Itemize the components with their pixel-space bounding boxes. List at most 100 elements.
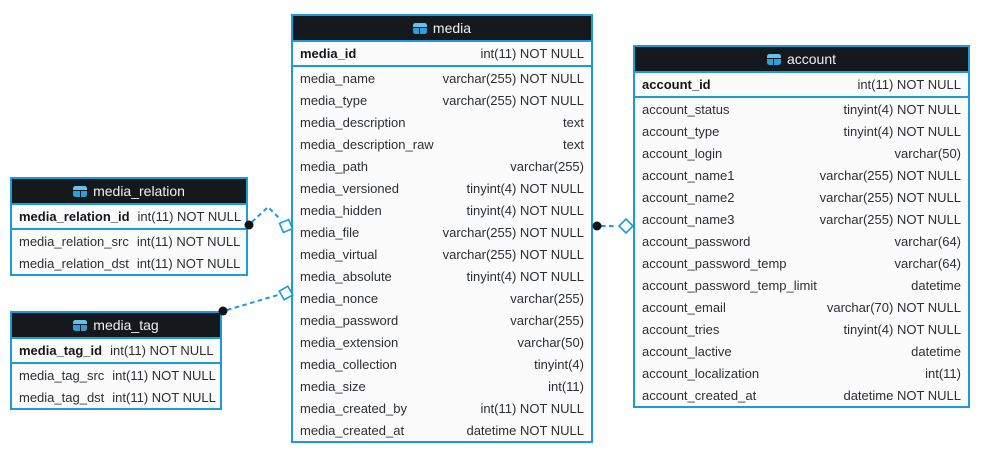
table-row[interactable]: account_status tinyint(4) NOT NULL [635, 98, 968, 120]
table-row[interactable]: account_name3 varchar(255) NOT NULL [635, 208, 968, 230]
column-type: tinyint(4) NOT NULL [466, 180, 584, 196]
column-name: account_password_temp_limit [642, 277, 817, 293]
table-row[interactable]: media_relation_id int(11) NOT NULL [12, 205, 246, 228]
table-row[interactable]: account_localization int(11) [635, 362, 968, 384]
table-row[interactable]: media_hidden tinyint(4) NOT NULL [293, 199, 591, 221]
table-row[interactable]: media_tag_src int(11) NOT NULL [12, 364, 220, 386]
column-name: account_email [642, 299, 726, 315]
column-type: varchar(255) NOT NULL [819, 211, 961, 227]
table-row[interactable]: account_id int(11) NOT NULL [635, 73, 968, 96]
table-row[interactable]: media_password varchar(255) [293, 309, 591, 331]
relationship-media-to-account[interactable] [592, 217, 635, 235]
column-name: account_name3 [642, 211, 735, 227]
column-name: account_lactive [642, 343, 732, 359]
column-name: media_collection [300, 356, 397, 372]
table-row[interactable]: account_lactive datetime [635, 340, 968, 362]
column-name: media_created_at [300, 422, 405, 438]
column-type: varchar(70) NOT NULL [826, 299, 961, 315]
table-row[interactable]: media_created_by int(11) NOT NULL [293, 397, 591, 419]
column-name: media_tag_id [19, 343, 103, 358]
column-name: account_id [642, 77, 711, 92]
column-name: account_password_temp [642, 255, 787, 271]
table-row[interactable]: account_email varchar(70) NOT NULL [635, 296, 968, 318]
columns-section: media_tag_src int(11) NOT NULL media_tag… [12, 362, 220, 408]
column-name: account_created_at [642, 387, 757, 403]
column-type: tinyint(4) NOT NULL [843, 101, 961, 117]
table-icon [73, 185, 88, 197]
table-row[interactable]: account_password varchar(64) [635, 230, 968, 252]
table-row[interactable]: media_relation_dst int(11) NOT NULL [12, 252, 246, 274]
column-name: account_name2 [642, 189, 735, 205]
column-name: media_versioned [300, 180, 400, 196]
table-icon [412, 22, 427, 34]
column-name: account_type [642, 123, 720, 139]
table-title: media [432, 20, 472, 36]
table-icon [73, 319, 88, 331]
column-type: varchar(255) NOT NULL [442, 92, 584, 108]
column-type: int(11) NOT NULL [112, 389, 216, 405]
column-type: varchar(64) [894, 233, 961, 249]
column-type: varchar(255) [510, 312, 584, 328]
primary-key-section: account_id int(11) NOT NULL [635, 73, 968, 96]
table-row[interactable]: media_nonce varchar(255) [293, 287, 591, 309]
table-row[interactable]: media_id int(11) NOT NULL [293, 42, 591, 65]
table-row[interactable]: media_extension varchar(50) [293, 331, 591, 353]
table-row[interactable]: media_versioned tinyint(4) NOT NULL [293, 177, 591, 199]
table-row[interactable]: media_name varchar(255) NOT NULL [293, 67, 591, 89]
column-name: media_relation_src [19, 233, 129, 249]
column-type: varchar(255) [510, 158, 584, 174]
column-type: int(11) NOT NULL [857, 77, 961, 92]
table-row[interactable]: media_path varchar(255) [293, 155, 591, 177]
table-row[interactable]: media_relation_src int(11) NOT NULL [12, 230, 246, 252]
column-type: datetime [911, 277, 961, 293]
table-media[interactable]: media media_id int(11) NOT NULL media_na… [291, 14, 593, 443]
table-row[interactable]: media_tag_id int(11) NOT NULL [12, 339, 220, 362]
table-row[interactable]: media_created_at datetime NOT NULL [293, 419, 591, 441]
column-name: account_name1 [642, 167, 735, 183]
column-name: account_localization [642, 365, 760, 381]
column-type: text [563, 114, 584, 130]
table-row[interactable]: media_description_raw text [293, 133, 591, 155]
column-name: media_password [300, 312, 399, 328]
column-type: tinyint(4) NOT NULL [843, 321, 961, 337]
table-row[interactable]: account_type tinyint(4) NOT NULL [635, 120, 968, 142]
column-type: text [563, 136, 584, 152]
table-icon [766, 53, 781, 65]
table-media-tag[interactable]: media_tag media_tag_id int(11) NOT NULL … [10, 311, 222, 410]
column-name: media_nonce [300, 290, 379, 306]
columns-section: media_relation_src int(11) NOT NULL medi… [12, 228, 246, 274]
column-type: int(11) NOT NULL [112, 367, 216, 383]
table-header[interactable]: media_relation [12, 179, 246, 205]
table-row[interactable]: account_password_temp_limit datetime [635, 274, 968, 296]
relationship-media-tag-to-media[interactable] [218, 284, 295, 316]
column-type: tinyint(4) [534, 356, 584, 372]
table-account[interactable]: account account_id int(11) NOT NULL acco… [633, 45, 970, 408]
table-header[interactable]: account [635, 47, 968, 73]
table-row[interactable]: account_tries tinyint(4) NOT NULL [635, 318, 968, 340]
column-name: media_description [300, 114, 406, 130]
table-row[interactable]: media_description text [293, 111, 591, 133]
column-name: media_extension [300, 334, 399, 350]
table-header[interactable]: media [293, 16, 591, 42]
primary-key-section: media_id int(11) NOT NULL [293, 42, 591, 65]
table-row[interactable]: media_virtual varchar(255) NOT NULL [293, 243, 591, 265]
relationship-media-relation-to-media[interactable] [244, 205, 296, 235]
column-name: account_login [642, 145, 723, 161]
table-row[interactable]: media_type varchar(255) NOT NULL [293, 89, 591, 111]
table-row[interactable]: media_absolute tinyint(4) NOT NULL [293, 265, 591, 287]
table-row[interactable]: account_password_temp varchar(64) [635, 252, 968, 274]
table-row[interactable]: media_tag_dst int(11) NOT NULL [12, 386, 220, 408]
table-row[interactable]: account_name2 varchar(255) NOT NULL [635, 186, 968, 208]
table-row[interactable]: media_collection tinyint(4) [293, 353, 591, 375]
table-row[interactable]: media_file varchar(255) NOT NULL [293, 221, 591, 243]
table-header[interactable]: media_tag [12, 313, 220, 339]
primary-key-section: media_relation_id int(11) NOT NULL [12, 205, 246, 228]
column-name: media_created_by [300, 400, 407, 416]
table-row[interactable]: account_created_at datetime NOT NULL [635, 384, 968, 406]
table-media-relation[interactable]: media_relation media_relation_id int(11)… [10, 177, 248, 276]
table-row[interactable]: media_size int(11) [293, 375, 591, 397]
table-title: media_relation [93, 183, 185, 199]
table-row[interactable]: account_login varchar(50) [635, 142, 968, 164]
primary-key-section: media_tag_id int(11) NOT NULL [12, 339, 220, 362]
table-row[interactable]: account_name1 varchar(255) NOT NULL [635, 164, 968, 186]
